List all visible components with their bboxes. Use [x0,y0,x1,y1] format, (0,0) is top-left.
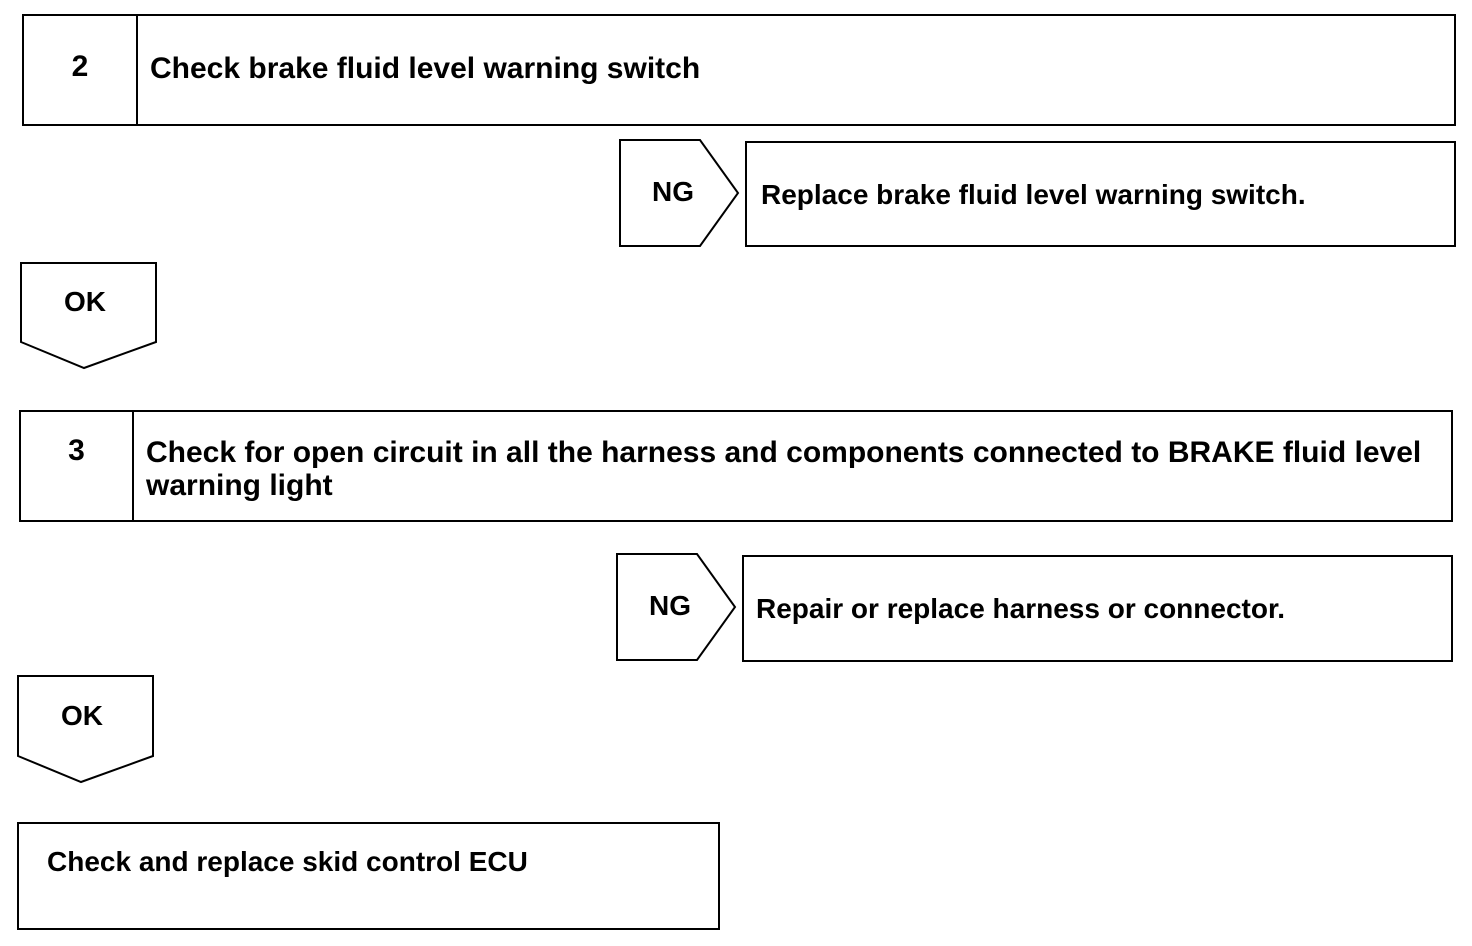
step-2-number: 2 [24,16,138,124]
step-3-title: Check for open circuit in all the harnes… [146,436,1422,502]
step-2-box: 2 Check brake fluid level warning switch [22,14,1456,126]
ok-arrow-1-label: OK [64,286,106,317]
ng-result-2-text: Repair or replace harness or connector. [756,593,1286,624]
ng-arrow-1-label: NG [652,176,694,207]
final-action-text: Check and replace skid control ECU [47,846,528,877]
ok-arrow-2-label: OK [61,700,103,731]
ng-result-1-box: Replace brake fluid level warning switch… [745,141,1456,247]
step-3-number: 3 [21,412,134,520]
ng-result-1-text: Replace brake fluid level warning switch… [761,179,1306,210]
ng-arrow-2-label: NG [649,590,691,621]
step-2-title: Check brake fluid level warning switch [150,52,701,85]
final-action-box: Check and replace skid control ECU [17,822,720,930]
ng-result-2-box: Repair or replace harness or connector. [742,555,1453,662]
step-3-box: 3 Check for open circuit in all the harn… [19,410,1453,522]
